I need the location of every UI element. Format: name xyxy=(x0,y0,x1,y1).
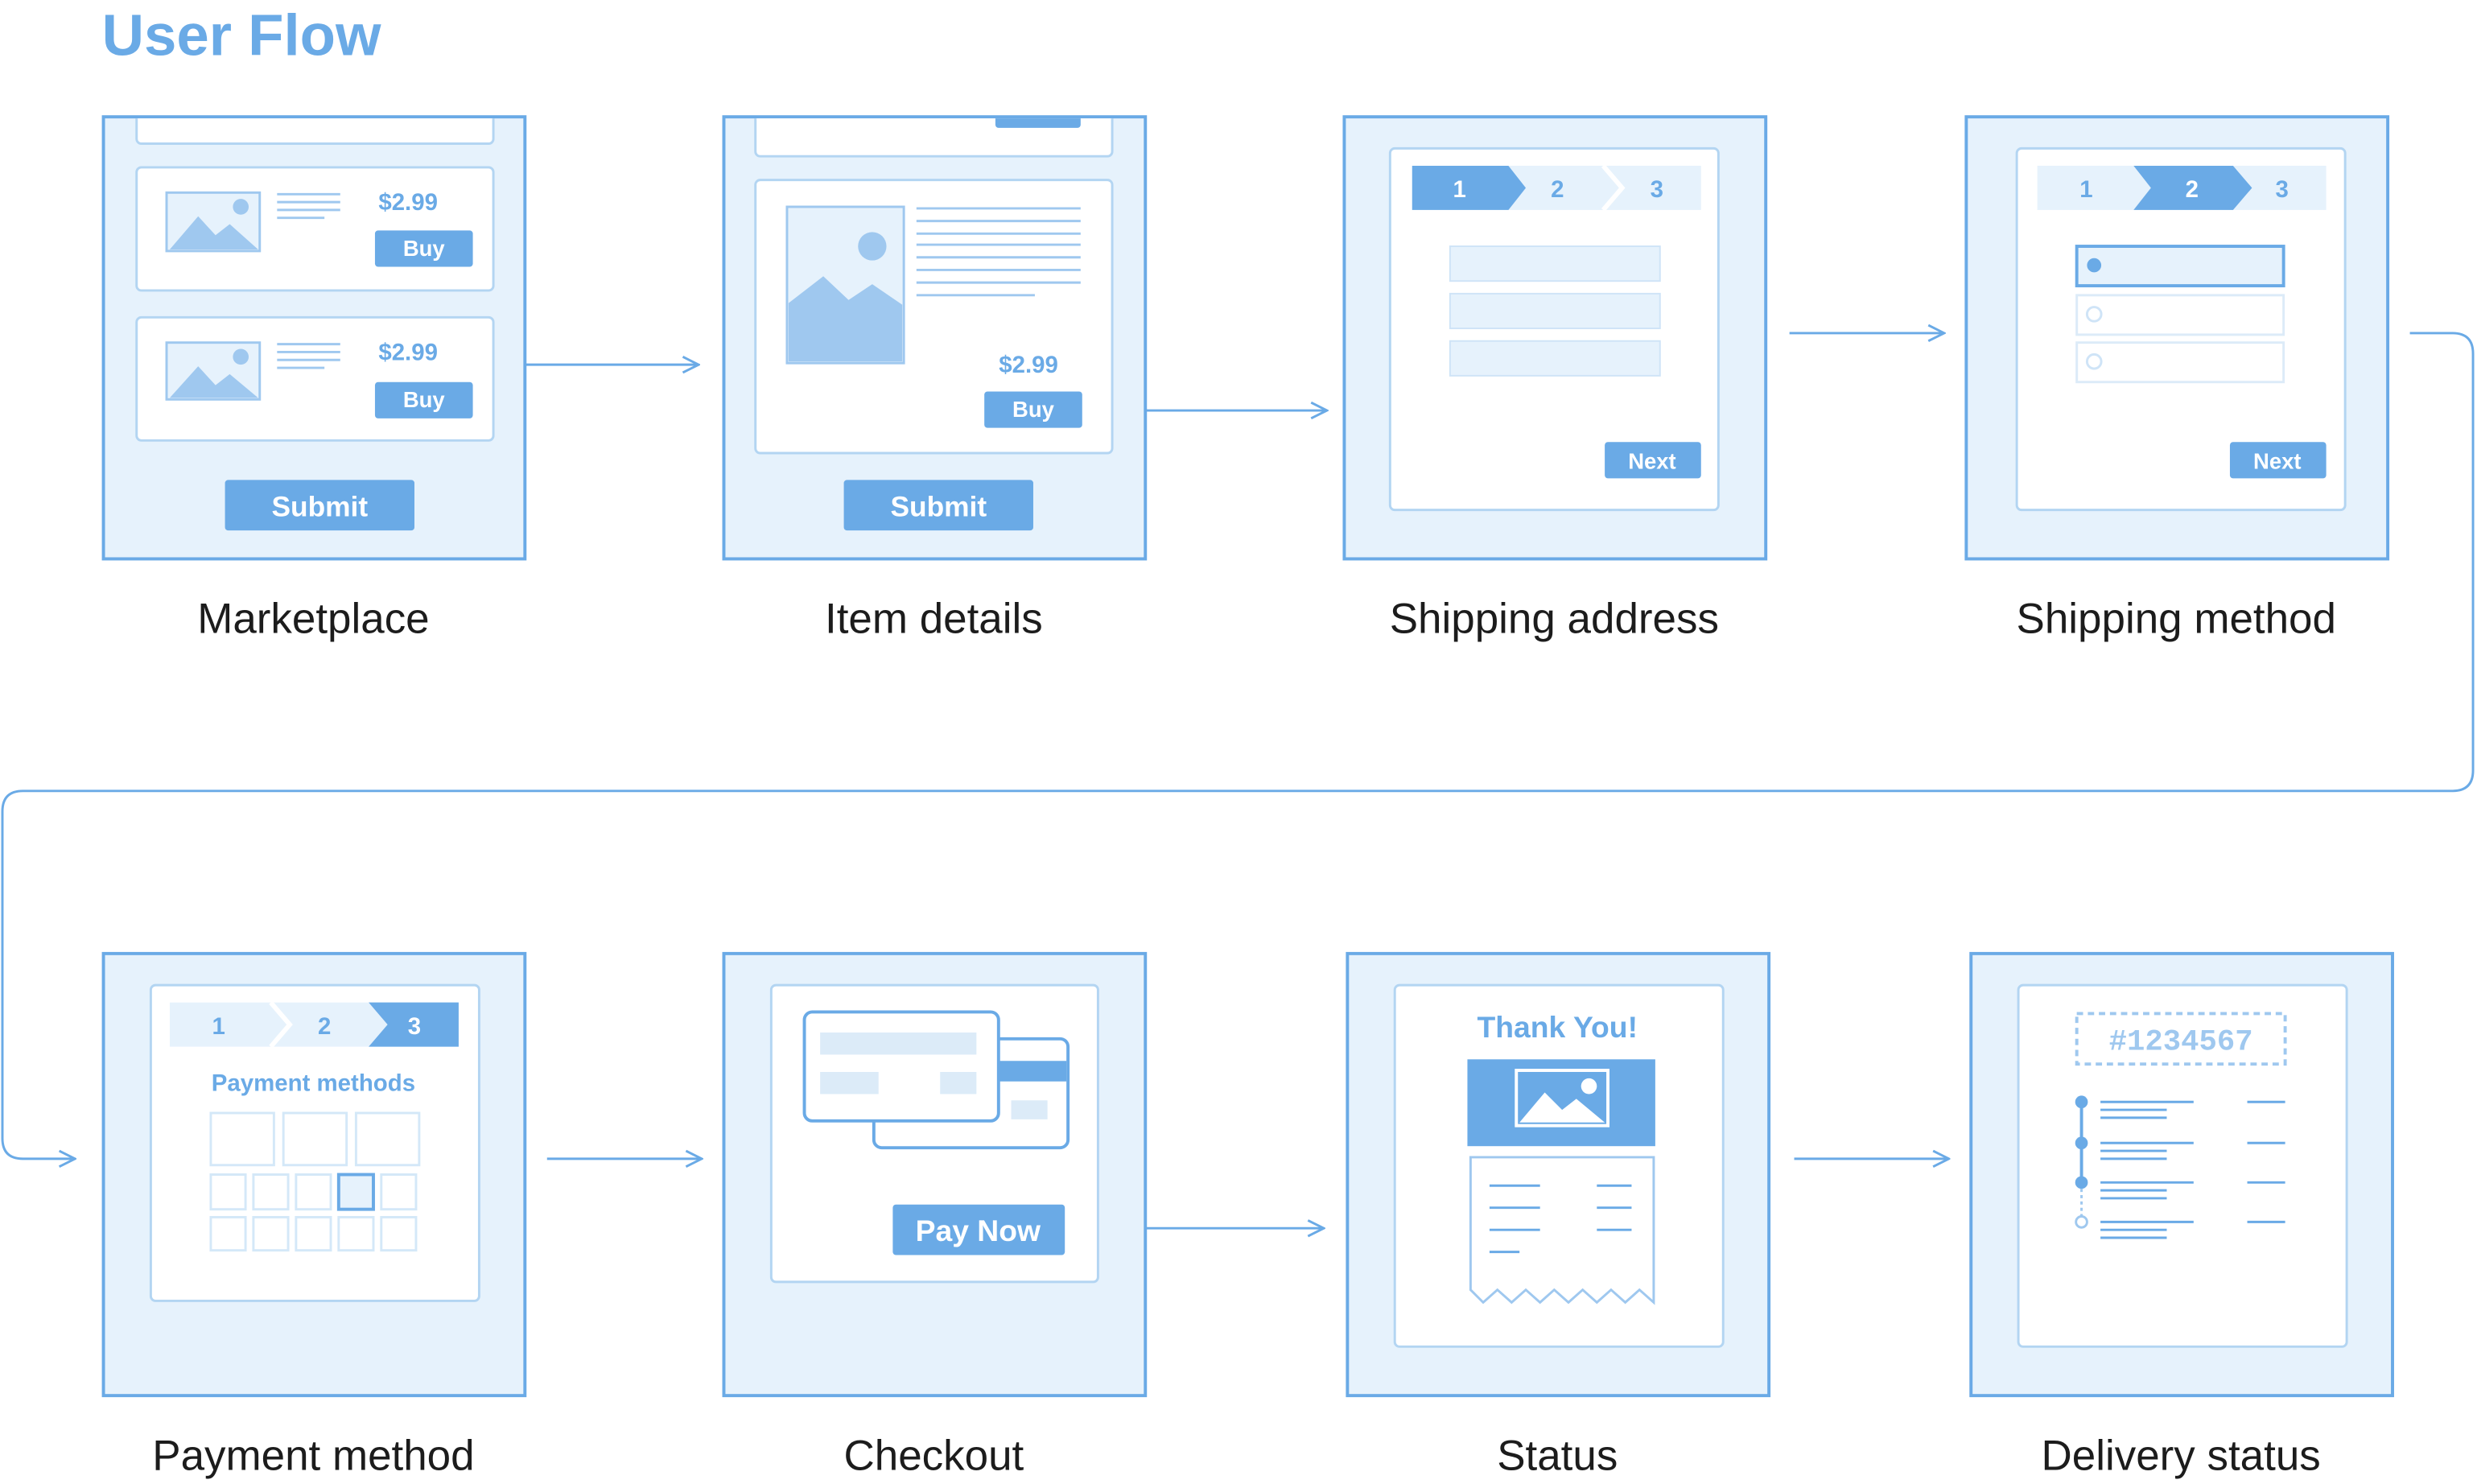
buy-button[interactable]: Buy xyxy=(374,381,473,418)
screen-checkout: Pay Now xyxy=(722,951,1148,1398)
next-button-label: Next xyxy=(2253,449,2302,474)
stepper: 1 2 3 xyxy=(1412,164,1701,212)
submit-button[interactable]: Submit xyxy=(225,480,414,531)
screen-caption: Status xyxy=(1497,1432,1618,1479)
step-number: 2 xyxy=(318,1013,331,1040)
thank-you-heading: Thank You! xyxy=(1478,1010,1638,1044)
section-heading: Payment methods xyxy=(212,1070,415,1097)
payment-option-selected[interactable] xyxy=(336,1173,375,1211)
screen-delivery-status: #1234567 xyxy=(1969,951,2394,1398)
screen-item-details: $2.99 Buy Submit xyxy=(722,115,1148,561)
pay-now-button[interactable]: Pay Now xyxy=(892,1204,1065,1255)
payment-option[interactable] xyxy=(354,1111,421,1167)
step-number: 3 xyxy=(408,1013,421,1040)
payment-option[interactable] xyxy=(282,1111,348,1167)
screen-caption: Shipping address xyxy=(1390,596,1719,643)
receipt-icon xyxy=(1469,1156,1655,1305)
timeline-dot xyxy=(2075,1136,2088,1150)
screen-caption: Delivery status xyxy=(2042,1432,2321,1479)
timeline-dot xyxy=(2075,1095,2088,1109)
next-button[interactable]: Next xyxy=(2229,442,2327,479)
buy-button[interactable]: Buy xyxy=(984,391,1082,428)
screen-payment-method: 1 2 3 Payment methods xyxy=(101,951,527,1398)
step-number: 1 xyxy=(1453,176,1465,203)
step-number: 3 xyxy=(1651,176,1663,203)
radio-option[interactable] xyxy=(2075,294,2285,336)
address-input[interactable] xyxy=(1449,292,1661,330)
submit-button-label: Submit xyxy=(890,491,987,522)
screen-marketplace: $2.99 Buy $2.99 Buy xyxy=(101,115,527,561)
buy-button-label: Buy xyxy=(403,387,446,412)
screen-shipping-address: 1 2 3 Next xyxy=(1342,115,1768,561)
screen-caption: Marketplace xyxy=(197,596,429,643)
next-button[interactable]: Next xyxy=(1605,442,1701,479)
product-price: $2.99 xyxy=(378,189,438,216)
screen-caption: Payment method xyxy=(152,1432,474,1479)
timeline-dot xyxy=(2075,1176,2088,1189)
radio-option-selected[interactable] xyxy=(2075,245,2285,288)
step-number: 2 xyxy=(2186,176,2199,203)
screen-shipping-method: 1 2 3 Next xyxy=(1964,115,2390,561)
order-number: #1234567 xyxy=(2109,1026,2253,1060)
screen-caption: Shipping method xyxy=(2017,596,2336,643)
timeline-dot xyxy=(2075,1215,2088,1229)
next-button-label: Next xyxy=(1628,449,1676,474)
image-placeholder-icon xyxy=(785,205,905,365)
credit-card-icon xyxy=(802,1010,1000,1123)
step-number: 1 xyxy=(2079,176,2092,203)
address-input[interactable] xyxy=(1449,245,1661,282)
screen-caption: Checkout xyxy=(844,1432,1024,1479)
image-placeholder-icon xyxy=(165,341,262,401)
submit-button-label: Submit xyxy=(271,491,368,522)
payment-option-grid xyxy=(209,1111,421,1252)
payment-option[interactable] xyxy=(209,1111,275,1167)
buy-button[interactable]: Buy xyxy=(374,230,473,267)
step-number: 3 xyxy=(2276,176,2289,203)
product-price: $2.99 xyxy=(378,339,438,365)
address-input[interactable] xyxy=(1449,340,1661,377)
buy-button-label: Buy xyxy=(1012,397,1055,422)
product-card: $2.99 Buy xyxy=(135,166,495,292)
product-card: $2.99 Buy xyxy=(135,315,495,442)
product-price: $2.99 xyxy=(999,352,1058,378)
delivery-timeline xyxy=(2075,1095,2285,1239)
image-banner-icon xyxy=(1467,1059,1655,1147)
page-title: User Flow xyxy=(102,3,381,68)
step-number: 1 xyxy=(212,1013,225,1040)
connector-row-wrap xyxy=(1,332,2475,1159)
screen-caption: Item details xyxy=(825,596,1043,643)
step-number: 2 xyxy=(1551,176,1564,203)
stepper: 1 2 3 xyxy=(2037,165,2327,210)
screen-status: Thank You! xyxy=(1346,951,1771,1398)
pay-now-button-label: Pay Now xyxy=(916,1214,1041,1247)
image-placeholder-icon xyxy=(165,191,262,253)
buy-button-label: Buy xyxy=(403,236,446,261)
submit-button[interactable]: Submit xyxy=(843,480,1033,531)
radio-option[interactable] xyxy=(2075,341,2285,384)
stepper: 1 2 3 xyxy=(169,1000,459,1049)
